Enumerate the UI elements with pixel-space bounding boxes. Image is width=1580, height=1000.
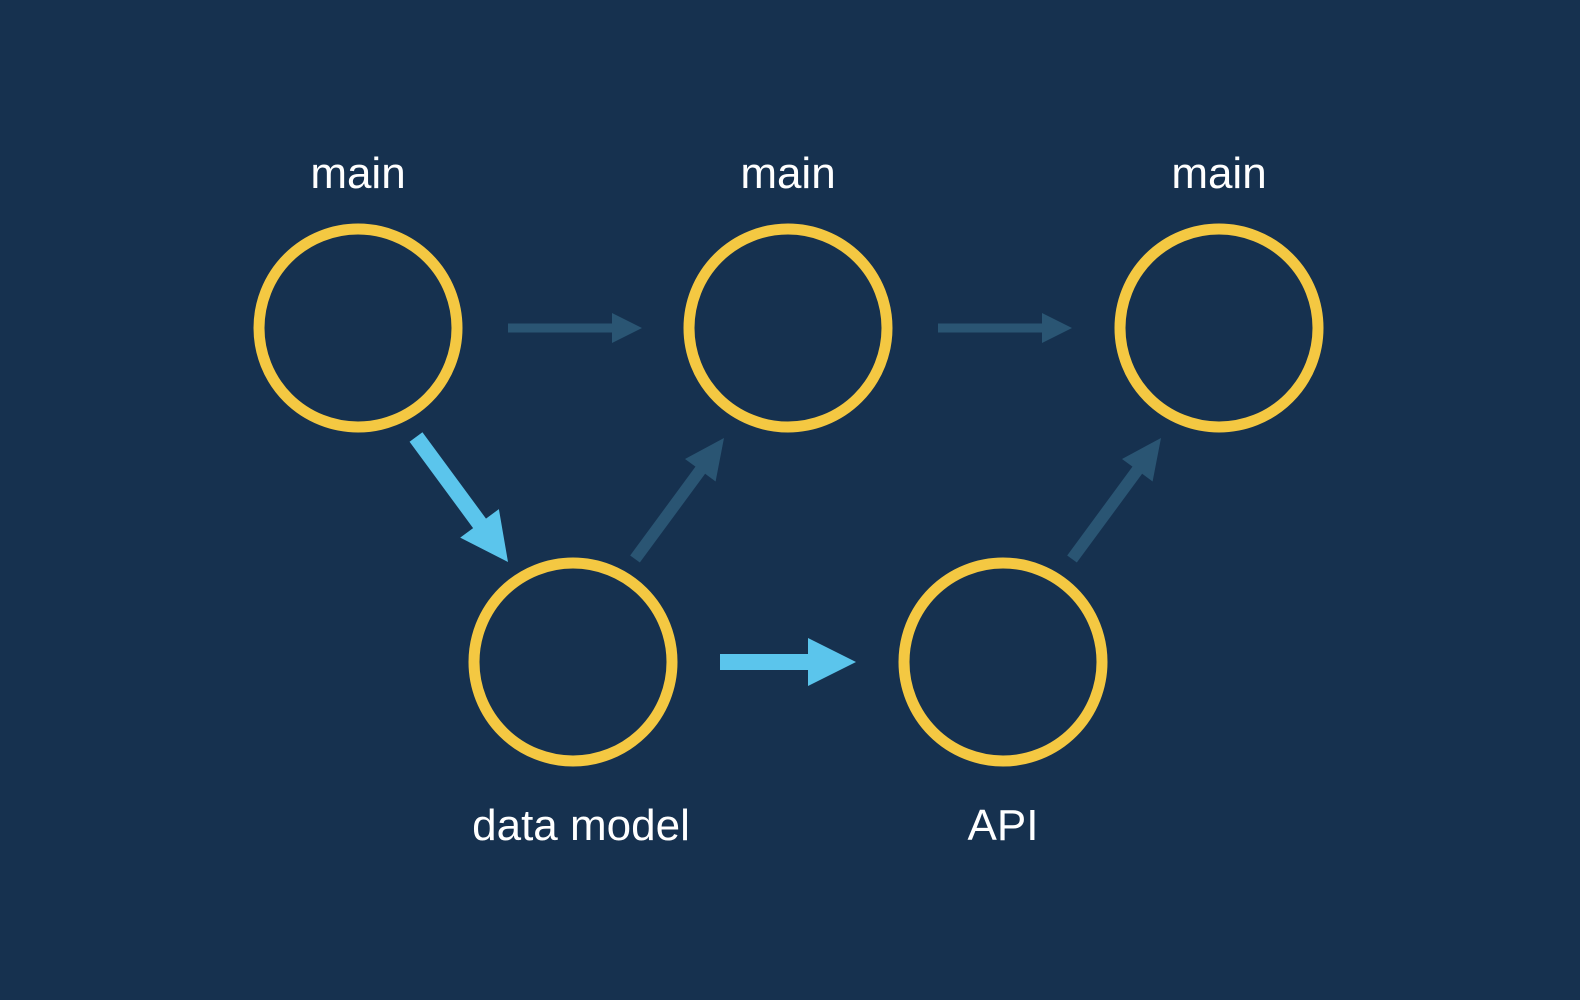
node-label-main-3: main <box>1171 149 1266 198</box>
commit-node-main-3[interactable] <box>1114 223 1324 433</box>
commit-node-api[interactable] <box>898 557 1108 767</box>
node-label-data-model: data model <box>472 801 690 850</box>
arrow-data-model-to-main-2 <box>630 438 724 563</box>
nodes-layer <box>253 223 1324 767</box>
edges-layer <box>409 313 1161 686</box>
node-label-main-2: main <box>740 149 835 198</box>
arrow-data-model-to-api <box>720 638 856 686</box>
node-label-main-1: main <box>310 149 405 198</box>
commit-node-data-model[interactable] <box>468 557 678 767</box>
arrow-api-to-main-3 <box>1067 438 1161 563</box>
labels-layer: main main main data model API <box>310 149 1266 850</box>
commit-node-main-2[interactable] <box>683 223 893 433</box>
node-label-api: API <box>968 801 1039 850</box>
arrow-main-1-to-data-model <box>409 432 508 562</box>
arrow-main-2-to-main-3 <box>938 313 1072 343</box>
commit-node-main-1[interactable] <box>253 223 463 433</box>
arrow-main-1-to-main-2 <box>508 313 642 343</box>
